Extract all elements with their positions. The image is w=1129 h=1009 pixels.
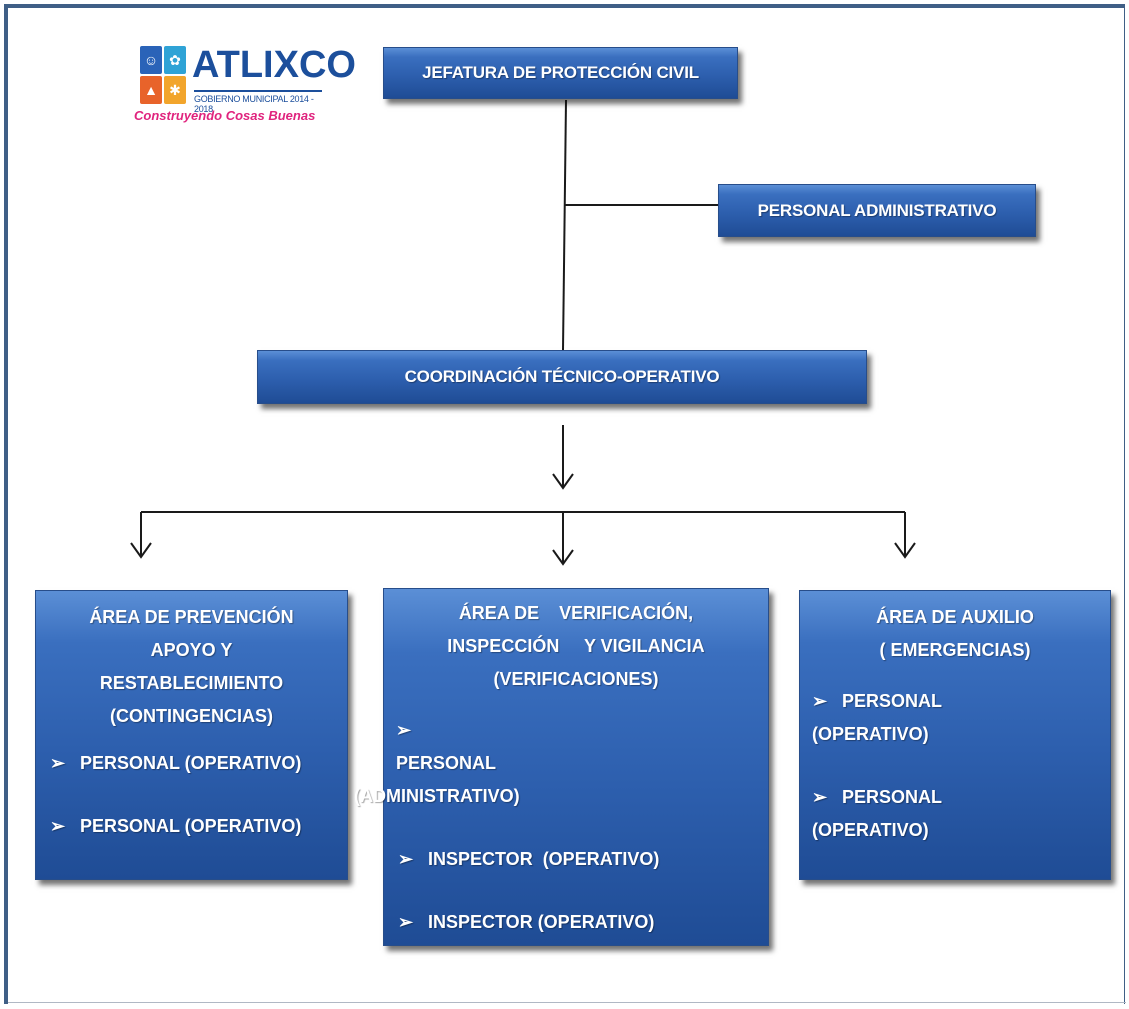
list-item-label: PERSONAL (OPERATIVO) xyxy=(80,816,302,836)
node-personal-administrativo: PERSONAL ADMINISTRATIVO xyxy=(718,184,1036,237)
area-prevencion: ÁREA DE PREVENCIÓN APOYO Y RESTABLECIMIE… xyxy=(35,590,348,880)
area-verificacion: ÁREA DE VERIFICACIÓN, INSPECCIÓN Y VIGIL… xyxy=(354,588,769,946)
bullet-arrow-icon: ➢ xyxy=(50,816,66,836)
bullet-arrow-icon: ➢ xyxy=(398,912,414,932)
list-item-label: PERSONAL (OPERATIVO) xyxy=(812,787,942,840)
atlixco-logo: ☺ ✿ ▲ ✱ ATLIXCO GOBIERNO MUNICIPAL 2014 … xyxy=(134,44,356,130)
area-auxilio: ÁREA DE AUXILIO ( EMERGENCIAS) ➢PERSONAL… xyxy=(799,590,1111,880)
list-item-label-wrap: ➢PERSONAL (OPERATIVO) xyxy=(812,781,962,847)
list-item: ➢PERSONAL (OPERATIVO) xyxy=(800,781,1110,847)
list-item-label: PERSONAL (OPERATIVO) xyxy=(812,691,942,744)
logo-government: GOBIERNO MUNICIPAL 2014 - 2018 xyxy=(194,90,322,114)
bottom-divider xyxy=(8,1002,1126,1003)
arrow-head-left xyxy=(130,542,152,559)
list-item-label-wrap: ➢PERSONAL (OPERATIVO) xyxy=(812,685,962,751)
list-item: ➢ INSPECTOR (OPERATIVO) xyxy=(384,906,768,939)
node-jefatura-label: JEFATURA DE PROTECCIÓN CIVIL xyxy=(422,63,699,82)
page-frame xyxy=(4,4,1125,1004)
area-title-line: INSPECCIÓN Y VIGILANCIA xyxy=(447,636,705,656)
list-item: ➢ PERSONAL (ADMINISTRATIVO) xyxy=(354,714,602,813)
area-title-line: RESTABLECIMIENTO xyxy=(99,673,284,693)
logo-brand: ATLIXCO xyxy=(192,44,356,86)
node-jefatura: JEFATURA DE PROTECCIÓN CIVIL xyxy=(383,47,738,99)
list-item: ➢ INSPECTOR (OPERATIVO) xyxy=(384,843,768,876)
area-title-line: APOYO Y xyxy=(150,640,233,660)
bullet-arrow-icon: ➢ xyxy=(398,849,414,869)
list-item-label: INSPECTOR (OPERATIVO) xyxy=(428,849,660,869)
person-icon: ☺ xyxy=(140,46,162,74)
list-item: ➢PERSONAL (OPERATIVO) xyxy=(800,685,1110,751)
area-title-line: (CONTINGENCIAS) xyxy=(110,706,273,726)
node-coordinacion: COORDINACIÓN TÉCNICO-OPERATIVO xyxy=(257,350,867,404)
area-title-line: (VERIFICACIONES) xyxy=(493,669,659,689)
node-coordinacion-label: COORDINACIÓN TÉCNICO-OPERATIVO xyxy=(404,367,720,386)
list-item-label: PERSONAL (OPERATIVO) xyxy=(80,753,302,773)
list-item-label: INSPECTOR (OPERATIVO) xyxy=(428,912,655,932)
bird-icon: ✿ xyxy=(164,46,186,74)
line-jefatura-coordinacion xyxy=(562,99,567,351)
bullet-arrow-icon: ➢ xyxy=(396,720,412,740)
arrow-head-middle xyxy=(552,549,574,566)
logo-tiles: ☺ ✿ ▲ ✱ xyxy=(140,46,186,106)
list-item: ➢ PERSONAL (OPERATIVO) xyxy=(36,810,347,843)
logo-slogan: Construyendo Cosas Buenas xyxy=(134,108,316,123)
sun-icon: ✱ xyxy=(164,76,186,104)
node-administrativo-label: PERSONAL ADMINISTRATIVO xyxy=(757,200,997,220)
arrow-head-right xyxy=(894,542,916,559)
list-item: ➢ PERSONAL (OPERATIVO) xyxy=(36,747,347,780)
arrow-head-main xyxy=(552,473,574,490)
bullet-arrow-icon: ➢ xyxy=(50,753,66,773)
bullet-arrow-icon: ➢ xyxy=(812,691,828,711)
area-title-line: ÁREA DE PREVENCIÓN xyxy=(89,607,294,627)
area-title-line: ÁREA DE AUXILIO xyxy=(876,607,1034,627)
bullet-arrow-icon: ➢ xyxy=(812,787,828,807)
area-title-line: ÁREA DE VERIFICACIÓN, xyxy=(458,603,694,623)
list-item-label: PERSONAL (ADMINISTRATIVO) xyxy=(354,753,520,806)
area-title-line: ( EMERGENCIAS) xyxy=(879,640,1031,660)
mountain-icon: ▲ xyxy=(140,76,162,104)
